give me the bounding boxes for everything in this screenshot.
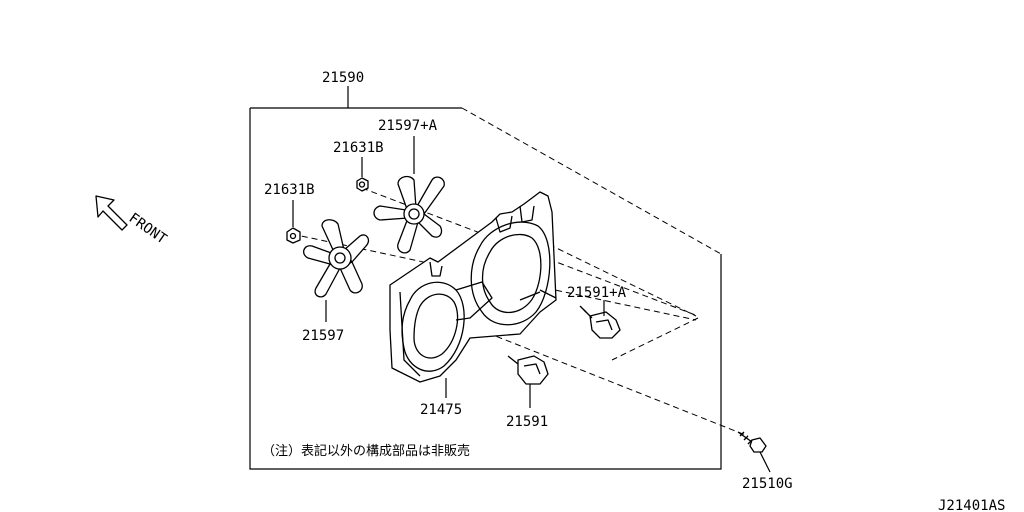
front-arrow-icon — [95, 195, 128, 231]
assembly-frame — [249, 86, 722, 470]
assembly-label: 21590 — [322, 70, 364, 86]
fan-upper — [373, 175, 445, 254]
nut-upper — [356, 177, 369, 192]
fan-lower — [302, 219, 370, 298]
front-direction-label: FRONT — [126, 210, 170, 248]
label-shroud: 21475 — [420, 402, 462, 418]
figure-code: J21401AS — [938, 498, 1005, 512]
motor-upper — [579, 305, 621, 339]
nut-left — [286, 227, 301, 244]
label-nut-left: 21631B — [264, 182, 315, 198]
fan-shroud — [389, 191, 557, 383]
label-fan-lower: 21597 — [302, 328, 344, 344]
motor-lower — [507, 355, 549, 385]
label-fan-upper: 21597+A — [378, 118, 438, 134]
label-bolt: 21510G — [742, 476, 793, 492]
label-nut-upper: 21631B — [333, 140, 384, 156]
assembly-guide-lines — [291, 187, 749, 437]
bolt — [737, 431, 767, 453]
non-sale-note: （注）表記以外の構成部品は非販売 — [262, 443, 470, 459]
label-motor-lower: 21591 — [506, 414, 548, 430]
label-motor-upper: 21591+A — [567, 285, 627, 301]
